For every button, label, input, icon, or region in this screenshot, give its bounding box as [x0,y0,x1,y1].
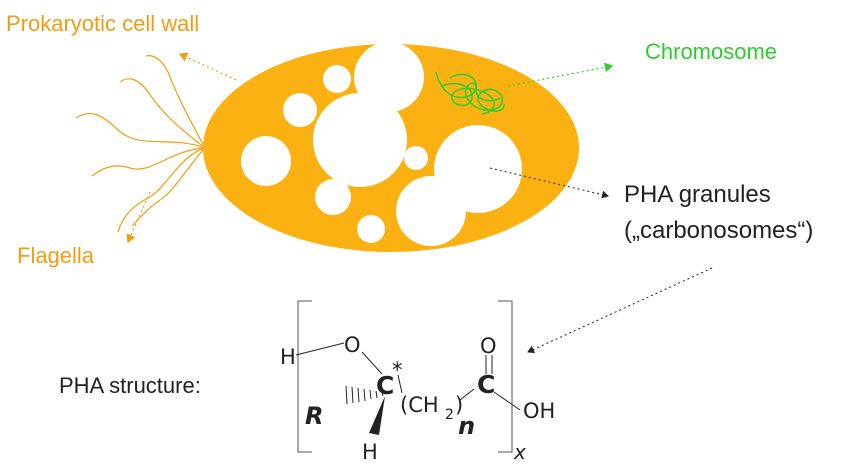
chromosome-label: Chromosome [645,39,778,64]
granules-label-line2: („carbonosomes“) [624,217,814,244]
chem-o: O [344,333,361,357]
chem-r: R [305,402,323,430]
hashed-wedge [345,385,384,405]
chem-c-carbonyl: C [477,370,495,399]
chem-ch2-open: (CH [400,393,439,417]
granules-arrow [489,167,609,199]
bonds [295,342,521,411]
pha-granules [241,42,522,246]
structure-arrow [527,267,713,354]
chem-x: x [513,440,526,464]
chem-ch2-sub: 2 [445,407,454,423]
chem-o-top: O [480,334,497,358]
granules-label-line1: PHA granules [624,181,771,208]
cell-wall-arrow [178,52,237,81]
cell-wall-label: Prokaryotic cell wall [6,11,200,36]
flagella-strands [75,55,206,233]
chem-ch2-close: ) [455,393,463,417]
chromosome-squiggle [435,71,505,115]
flagella-label: Flagella [17,243,95,268]
polymer-brackets [297,300,513,453]
solid-wedge [369,396,385,435]
chem-h-bottom: H [362,440,378,464]
chem-h-left: H [280,345,296,369]
structure-label: PHA structure: [59,373,201,398]
chem-oh: OH [523,399,555,423]
chem-c-star: C [376,371,394,400]
chem-n: n [458,412,475,440]
flagella-arrow [126,191,151,244]
chem-star: * [392,358,403,382]
